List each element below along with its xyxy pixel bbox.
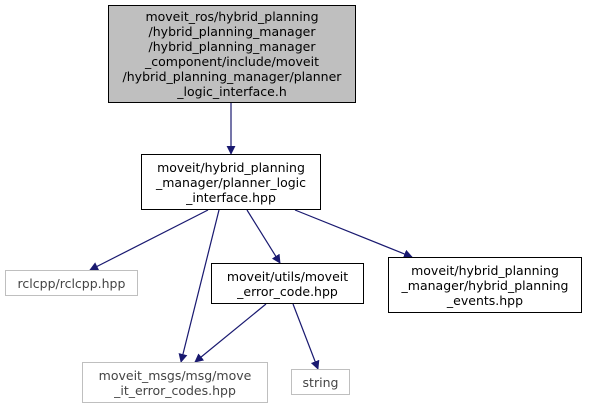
edge-planner_logic-to-error_codes_msg [178, 209, 220, 363]
node-label-line: _component/include/moveit [145, 54, 319, 69]
node-label-line: _error_code.hpp [237, 283, 338, 299]
node-label-line: string [302, 374, 339, 390]
node-label-line: _it_error_codes.hpp [114, 382, 236, 398]
node-error-code[interactable]: moveit/utils/moveit_error_code.hpp [211, 263, 364, 304]
edge-planner_logic-to-events [294, 209, 413, 259]
node-label-line: moveit/utils/moveit [226, 268, 349, 284]
node-rclcpp: rclcpp/rclcpp.hpp [5, 270, 138, 296]
node-label-line: _manager/hybrid_planning [401, 277, 569, 293]
edge-planner_logic-to-error_code [246, 209, 281, 264]
edge-error_code-to-string [292, 303, 320, 370]
node-events[interactable]: moveit/hybrid_planning_manager/hybrid_pl… [388, 257, 582, 313]
node-label-line: moveit_msgs/msg/move [98, 367, 252, 383]
node-label-line: /hybrid_planning_manager [148, 24, 316, 39]
node-label-line: /hybrid_planning_manager [148, 39, 316, 54]
node-label-line: _logic_interface.h [177, 84, 287, 99]
edge-error_code-to-error_codes_msg [194, 303, 267, 363]
node-error-codes-msg: moveit_msgs/msg/move_it_error_codes.hpp [82, 362, 268, 403]
node-label-line: _interface.hpp [186, 189, 276, 205]
node-label-line: /hybrid_planning_manager/planner [122, 69, 342, 84]
node-label-line: moveit_ros/hybrid_planning [145, 9, 319, 24]
edge-planner_logic-to-rclcpp [89, 209, 209, 271]
node-label-line: moveit/hybrid_planning [157, 159, 305, 175]
node-label-line: moveit/hybrid_planning [411, 262, 559, 278]
node-planner-logic[interactable]: moveit/hybrid_planning_manager/planner_l… [141, 154, 321, 210]
node-label-line: _events.hpp [446, 292, 524, 308]
node-string: string [291, 369, 350, 395]
node-root: moveit_ros/hybrid_planning/hybrid_planni… [108, 5, 356, 103]
node-label-line: rclcpp/rclcpp.hpp [17, 275, 126, 291]
node-label-line: _manager/planner_logic [155, 174, 307, 190]
